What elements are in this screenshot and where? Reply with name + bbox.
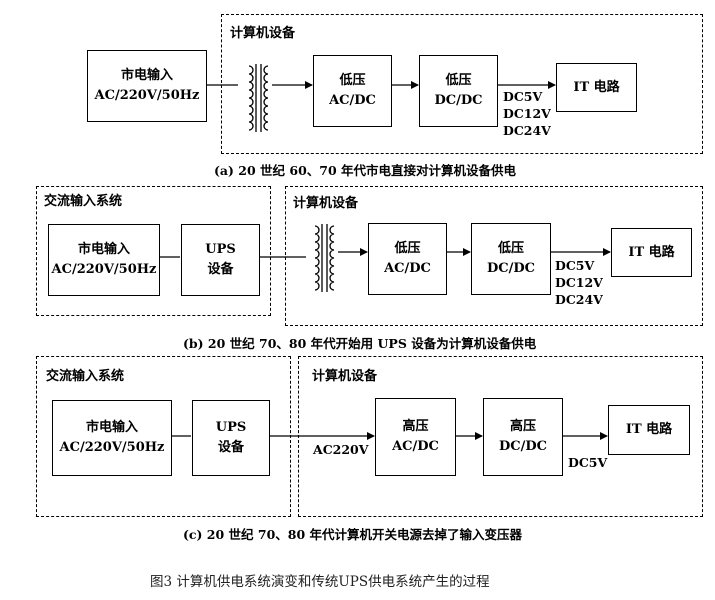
lv-dcdc-box: 低压 DC/DC — [419, 55, 498, 127]
ups-box: UPS 设备 — [181, 224, 260, 296]
ac-input-group-b — [36, 186, 271, 316]
caption-b: (b) 20 世纪 70、80 年代开始用 UPS 设备为计算机设备供电 — [183, 336, 537, 351]
ups-label: 设备 — [217, 440, 244, 455]
output-voltage: DC24V — [555, 292, 603, 307]
output-voltage: DC5V — [503, 89, 543, 104]
output-voltage: DC5V — [555, 258, 595, 273]
block-label: 高压 — [402, 419, 429, 434]
group-title: 计算机设备 — [312, 369, 378, 384]
lv-acdc-box: 低压 AC/DC — [313, 55, 392, 127]
group-title: 交流输入系统 — [44, 194, 123, 209]
caption-c: (c) 20 世纪 70、80 年代计算机开关电源去掉了输入变压器 — [183, 527, 523, 542]
lv-acdc-box: 低压 AC/DC — [368, 223, 447, 295]
output-voltage: DC24V — [503, 123, 551, 138]
hv-dcdc-box: 高压 DC/DC — [483, 398, 563, 476]
it-circuit-box: IT 电路 — [556, 63, 637, 112]
dc-outputs: DC5V DC12V DC24V — [555, 257, 603, 308]
block-label: 低压 — [339, 73, 366, 88]
mains-input-box: 市电输入 AC/220V/50Hz — [87, 50, 207, 122]
transformer-icon — [248, 64, 269, 132]
ac220v-label: AC220V — [313, 442, 369, 457]
group-title: 计算机设备 — [293, 196, 359, 211]
block-label: DC/DC — [499, 439, 547, 454]
block-label: AC/DC — [384, 261, 431, 276]
transformer-icon — [314, 224, 335, 292]
mains-input-box: 市电输入 AC/220V/50Hz — [48, 224, 160, 296]
it-circuit-box: IT 电路 — [611, 228, 692, 277]
lv-dcdc-box: 低压 DC/DC — [471, 223, 551, 295]
block-label: 低压 — [497, 241, 524, 256]
block-label: 高压 — [509, 419, 536, 434]
computer-equipment-group-c — [298, 356, 703, 517]
ac-input-group-c — [36, 356, 291, 517]
dc5v-label: DC5V — [568, 455, 608, 470]
group-title: 交流输入系统 — [46, 369, 125, 384]
it-circuit-box: IT 电路 — [608, 405, 690, 455]
panel-b-connectors — [158, 224, 611, 292]
computer-equipment-group-b — [285, 186, 703, 326]
group-title: 计算机设备 — [230, 26, 296, 41]
block-label: DC/DC — [434, 93, 483, 108]
mains-label: 市电输入 — [85, 420, 138, 435]
output-voltage: DC12V — [503, 106, 551, 121]
dc-outputs: DC5V DC12V DC24V — [503, 88, 551, 139]
mains-spec: AC/220V/50Hz — [59, 440, 165, 455]
block-label: AC/DC — [392, 439, 439, 454]
ups-label: 设备 — [207, 262, 234, 277]
it-label: IT 电路 — [573, 79, 620, 95]
it-label: IT 电路 — [628, 244, 675, 260]
block-label: 低压 — [394, 241, 421, 256]
computer-equipment-group-a — [221, 14, 703, 154]
output-voltage: DC12V — [555, 275, 603, 290]
panel-a-connectors — [206, 64, 556, 132]
mains-spec: AC/220V/50Hz — [51, 262, 157, 277]
mains-input-box: 市电输入 AC/220V/50Hz — [52, 400, 172, 476]
it-label: IT 电路 — [625, 422, 673, 437]
ups-box: UPS 设备 — [192, 400, 270, 476]
ups-label: UPS — [215, 420, 247, 435]
figure-caption: 图3 计算机供电系统演变和传统UPS供电系统产生的过程 — [150, 574, 490, 590]
block-label: 低压 — [445, 73, 472, 88]
mains-label: 市电输入 — [77, 242, 130, 257]
ups-label: UPS — [205, 242, 236, 257]
mains-label: 市电输入 — [120, 68, 173, 83]
caption-a: (a) 20 世纪 60、70 年代市电直接对计算机设备供电 — [214, 163, 517, 178]
block-label: AC/DC — [329, 93, 376, 108]
block-label: DC/DC — [487, 261, 535, 276]
mains-spec: AC/220V/50Hz — [94, 88, 200, 103]
hv-acdc-box: 高压 AC/DC — [375, 398, 456, 476]
